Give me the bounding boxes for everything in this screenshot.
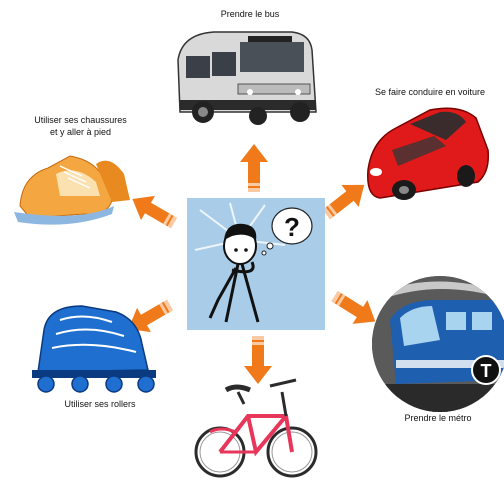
thinking-person-icon: ? [187,198,325,330]
arrow-downleft [121,292,177,342]
arrow-up [240,144,268,192]
car-icon [367,107,490,200]
question-mark: ? [284,212,300,242]
bicycle-icon [194,378,318,478]
arrow-upright [317,173,373,226]
shoes-icon [14,155,130,225]
roller-skate-icon [32,305,156,393]
arrow-downright [327,284,383,334]
label-roller: Utiliser ses rollers [64,399,136,409]
metro-train-icon: T [372,276,504,412]
label-metro: Prendre le métro [404,413,472,423]
label-walk-line2: et y aller à pied [49,127,112,137]
label-walk-line1: Utiliser ses chaussures [34,115,127,125]
bus-icon [177,31,317,125]
label-walk: Utiliser ses chaussures et y aller à pie… [18,114,143,138]
label-bus: Prendre le bus [220,9,280,19]
label-car: Se faire conduire en voiture [374,87,486,97]
arrows [121,144,383,384]
metro-badge: T [481,361,492,381]
arrow-down [244,336,272,384]
arrow-upleft [125,186,181,236]
